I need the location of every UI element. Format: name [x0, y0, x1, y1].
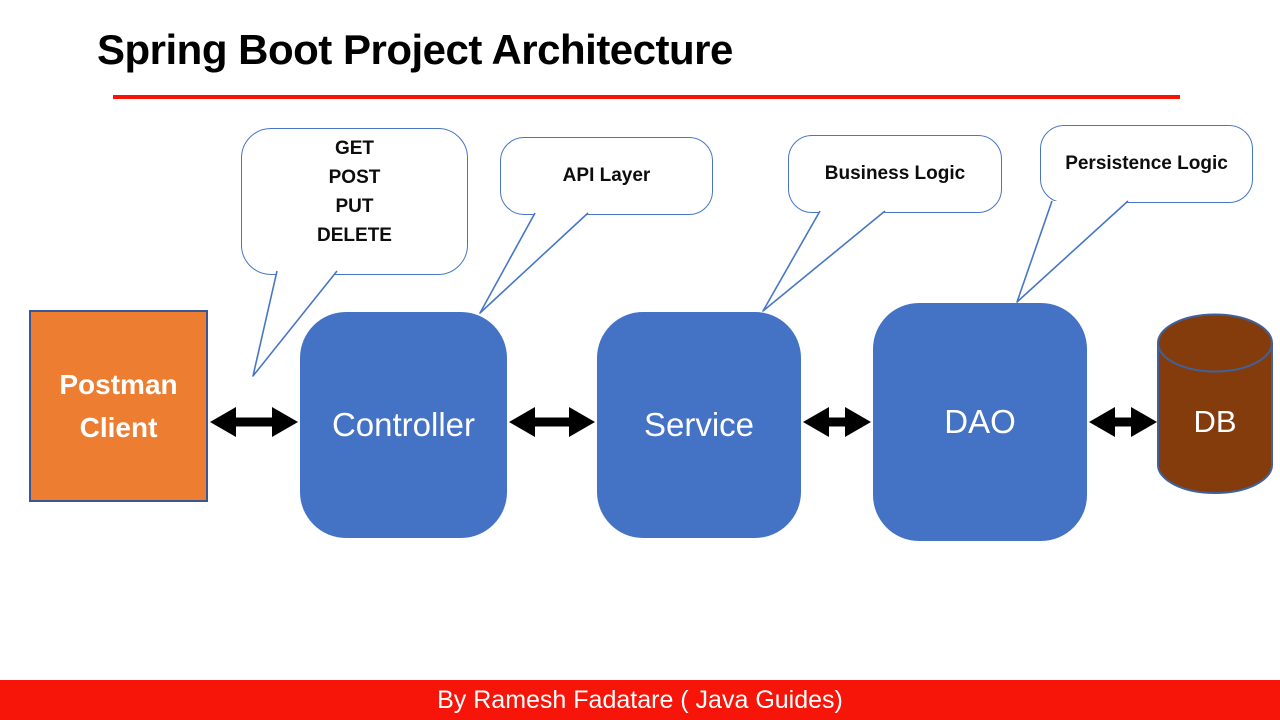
double-arrow-client-controller — [210, 407, 298, 437]
http-method-delete: DELETE — [317, 225, 392, 246]
node-db-label: DB — [1193, 404, 1236, 439]
title-underline — [113, 95, 1180, 99]
node-service: Service — [597, 312, 801, 538]
double-arrow-dao-db — [1089, 407, 1157, 437]
page-title: Spring Boot Project Architecture — [97, 26, 733, 73]
footer-credit: By Ramesh Fadatare ( Java Guides) — [437, 685, 843, 714]
callout-http-methods: GET POST PUT DELETE — [241, 128, 468, 275]
node-postman-client: Postman Client — [29, 310, 208, 502]
http-method-get: GET — [334, 138, 375, 159]
database-cylinder-body — [1157, 343, 1273, 494]
http-method-put: PUT — [335, 196, 374, 217]
node-controller: Controller — [300, 312, 507, 538]
http-method-post: POST — [328, 167, 381, 188]
callout-business-logic: Business Logic — [788, 135, 1002, 213]
double-arrow-service-dao — [803, 407, 871, 437]
callout-tail-api-layer — [479, 212, 589, 314]
callout-api-layer: API Layer — [500, 137, 713, 215]
callout-persistence-logic: Persistence Logic — [1040, 125, 1253, 203]
database-cylinder-top — [1157, 313, 1273, 373]
callout-tail-persistence-logic — [1016, 200, 1129, 303]
database-cylinder: DB — [1157, 313, 1273, 494]
footer-bar: By Ramesh Fadatare ( Java Guides) — [0, 680, 1280, 720]
double-arrow-controller-service — [509, 407, 595, 437]
node-dao: DAO — [873, 303, 1087, 541]
callout-tail-business-logic — [762, 210, 886, 312]
